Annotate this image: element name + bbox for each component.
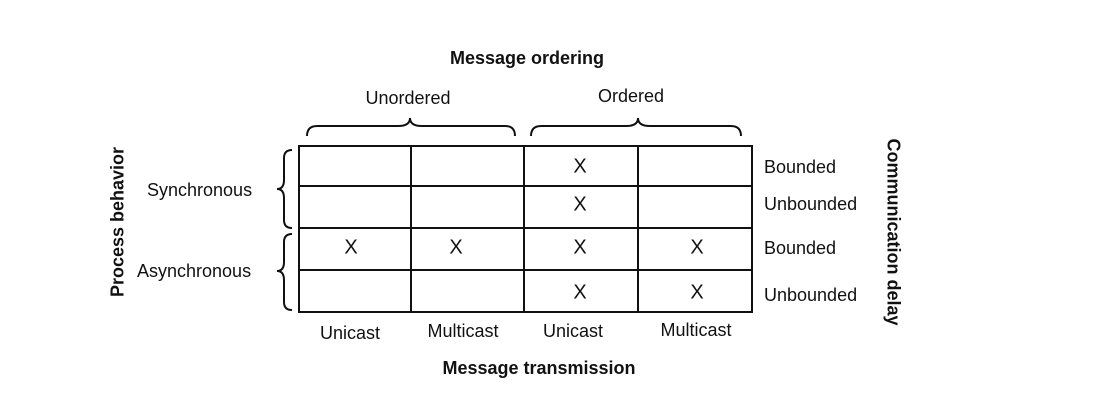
delay-label-row1: Bounded [764,157,837,177]
brace-unordered [306,117,516,137]
cell-r4-c3: X [573,281,587,304]
delay-label-row3: Bounded [764,238,837,258]
brace-asynchronous [276,233,293,311]
cell-r3-c1: X [344,236,358,259]
cell-r3-c4: X [690,236,704,259]
behavior-label-synchronous: Synchronous [147,180,253,200]
message-ordering-title: Message ordering [449,48,605,68]
ordering-label-unordered: Unordered [365,88,451,108]
ordering-label-ordered: Ordered [597,86,665,106]
transmission-label-col3: Unicast [542,321,604,341]
behavior-label-asynchronous: Asynchronous [137,261,252,281]
transmission-label-col1: Unicast [319,323,381,343]
cell-r2-c3: X [573,193,587,216]
cell-r1-c3: X [573,155,587,178]
brace-synchronous [276,149,293,229]
transmission-label-col2: Multicast [427,321,499,341]
message-transmission-title: Message transmission [442,358,636,378]
brace-ordered [530,117,742,137]
delay-label-row2: Unbounded [764,194,858,214]
transmission-label-col4: Multicast [660,320,732,340]
delay-label-row4: Unbounded [764,285,858,305]
cell-r4-c4: X [690,281,704,304]
cell-r3-c2: X [449,236,463,259]
cell-r3-c3: X [573,236,587,259]
